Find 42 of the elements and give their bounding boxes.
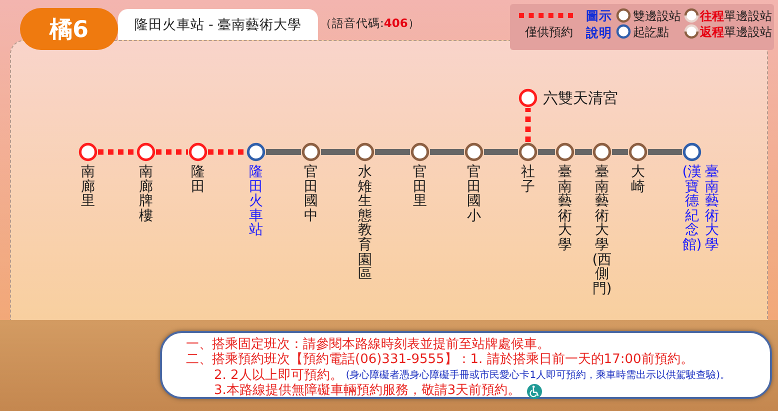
legend-label: 僅供預約 (525, 24, 573, 40)
route-line (430, 149, 464, 155)
stop-name: 南廊牌樓 (138, 165, 154, 224)
notice-text: 2. 2人以上即可預約。 (214, 368, 343, 383)
route-line (648, 149, 682, 155)
dashed-line (208, 149, 246, 155)
notice-box (160, 331, 772, 399)
route-badge: 橘6 (20, 8, 118, 50)
route-line (575, 149, 592, 155)
stop-name: 官田國小 (466, 165, 482, 224)
dashed-line (156, 149, 188, 155)
stop-name: 臺南藝術大學(漢寶德紀念館) (682, 165, 720, 254)
stop-name: 官田里 (412, 165, 428, 209)
notice-text: 一、搭乘固定班次：請參閱本路線時刻表並提前至站牌處候車。 (186, 337, 550, 352)
route-line (321, 149, 355, 155)
stop-name: 臺南藝術大學 (557, 165, 573, 253)
route-line (612, 149, 628, 155)
route-line (484, 149, 518, 155)
route-line (538, 149, 555, 155)
stop-name: 水雉生態教育園區 (357, 165, 373, 282)
title-tab: 隆田火車站 - 臺南藝術大學 (118, 9, 318, 40)
stop-name: 社子 (520, 165, 536, 194)
legend-label: 雙邊設站 (633, 8, 681, 24)
notice-text: 3.本路線提供無障礙車輛預約服務，敬請3天前預約。 (214, 383, 521, 399)
stop-name: 隆田火車站 (248, 165, 264, 238)
dashed-line (98, 149, 136, 155)
route-line (375, 149, 410, 155)
legend-label: 返程單邊設站 (700, 24, 772, 40)
stop-name: 臺南藝術大學(西側門) (592, 165, 612, 296)
legend-label: 起訖點 (633, 24, 669, 40)
legend-label: 往程單邊設站 (700, 8, 772, 24)
notice-text: (身心障礙者憑身心障礙手冊或市民愛心卡1人即可預約，乘車時需出示以供駕駛查驗)。 (346, 368, 730, 383)
voice-code-text: （語音代碼:406） (320, 15, 420, 31)
stop-name: 官田國中 (303, 165, 319, 224)
stop-name: 六雙天清宮 (543, 88, 618, 108)
route-line (266, 149, 301, 155)
dashed-line (525, 108, 531, 142)
notice-text: 二、搭乘預約班次【預約電話(06)331-9555】：1. 請於搭乘日前一天的17:00前預約。 (186, 352, 694, 368)
legend-heading: 圖示說明 (586, 7, 613, 41)
stop-name: 大崎 (630, 165, 646, 194)
stop-name: 隆田 (190, 165, 206, 194)
stop-name: 南廊里 (80, 165, 96, 209)
